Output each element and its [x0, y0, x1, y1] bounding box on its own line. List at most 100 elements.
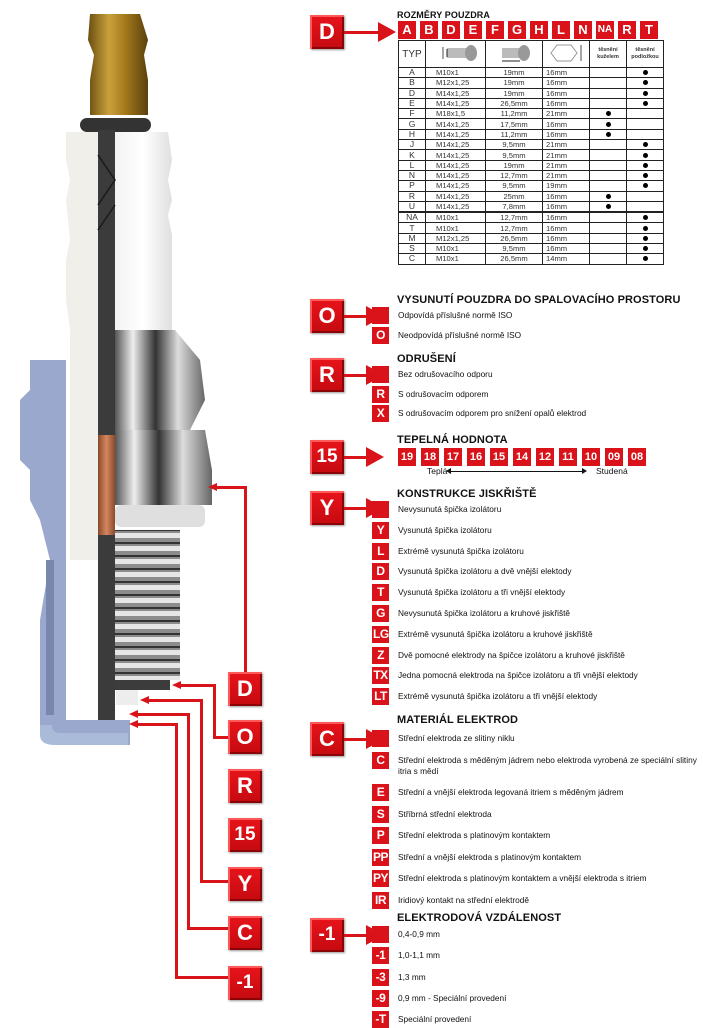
- row-thread: M10x1: [425, 243, 486, 255]
- row-type: S: [398, 243, 426, 255]
- code-chip: H: [530, 21, 548, 39]
- option-text: Odpovídá příslušné normě ISO: [398, 310, 513, 320]
- row-thread: M14x1,25: [425, 128, 486, 141]
- row-reach: 26,5mm: [485, 253, 543, 265]
- section-15-title: TEPELNÁ HODNOTA: [397, 434, 508, 446]
- option-code-chip: O: [372, 327, 389, 344]
- row-thread: M14x1,25: [425, 190, 486, 202]
- heat-chip: 19: [398, 448, 416, 466]
- option-text: Bez odrušovacího odporu: [398, 369, 493, 379]
- cone-seal-cell: [589, 97, 627, 110]
- heat-chip: 11: [559, 448, 577, 466]
- option-text: Střední elektroda s platinovým kontaktem…: [398, 873, 647, 883]
- section-c-arrow: [344, 738, 369, 741]
- section-15-arrowhead: [366, 447, 384, 467]
- dot-marker-icon: [605, 131, 611, 137]
- left-key-r: R: [228, 769, 262, 803]
- code-chip: E: [464, 21, 482, 39]
- row-hex: 16mm: [542, 243, 590, 255]
- left-key-o: O: [228, 720, 262, 754]
- cone-seal-cell: [589, 139, 627, 151]
- row-reach: 9,5mm: [485, 243, 543, 255]
- option-text: Nevysunutá špička izolátoru a kruhové ji…: [398, 608, 571, 618]
- option-code-chip: [372, 730, 389, 747]
- cone-seal-cell: [589, 232, 627, 245]
- washer-seal-cell: [626, 222, 664, 234]
- option-section_y-0: Nevysunutá špička izolátoru: [372, 501, 501, 518]
- row-type: F: [398, 108, 426, 120]
- washer-seal-cell: [626, 77, 664, 89]
- row-thread: M14x1,25: [425, 169, 486, 182]
- heat-range-values: 19 18 17 16 15 14 12 11 10 09 08: [398, 448, 646, 466]
- option-code-chip: T: [372, 584, 389, 602]
- row-thread: M14x1,25: [425, 149, 486, 161]
- option-text: 1,0-1,1 mm: [398, 950, 440, 961]
- section-gap-key: -1: [310, 918, 344, 952]
- table-header-row: TYP těsnění kuželem těsnění podložkou: [398, 40, 664, 68]
- option-text: Iridiový kontakt na střední elektrodě: [398, 894, 529, 905]
- left-key-y: Y: [228, 867, 262, 901]
- option-code-chip: G: [372, 605, 389, 622]
- heat-chip: 10: [582, 448, 600, 466]
- row-type: K: [398, 149, 426, 161]
- row-hex: 16mm: [542, 97, 590, 110]
- section-r-title: ODRUŠENÍ: [397, 353, 456, 365]
- row-thread: M12x1,25: [425, 77, 486, 89]
- row-thread: M14x1,25: [425, 118, 486, 130]
- row-hex: 16mm: [542, 190, 590, 202]
- washer-seal-cell: [626, 180, 664, 192]
- washer-seal-cell: [626, 118, 664, 130]
- option-code-chip: LG: [372, 625, 389, 643]
- row-hex: 14mm: [542, 253, 590, 265]
- row-reach: 11,2mm: [485, 128, 543, 141]
- row-reach: 25mm: [485, 190, 543, 202]
- option-code-chip: D: [372, 563, 389, 581]
- cone-seal-cell: [589, 87, 627, 99]
- dot-marker-icon: [642, 152, 648, 158]
- row-thread: M12x1,25: [425, 232, 486, 245]
- code-chip: F: [486, 21, 504, 39]
- row-reach: 9,5mm: [485, 149, 543, 161]
- section-r-arrow: [344, 374, 369, 377]
- option-text: S odrušovacím odporem: [398, 389, 489, 399]
- heat-chip: 15: [490, 448, 508, 466]
- row-thread: M14x1,25: [425, 180, 486, 192]
- code-chip: B: [420, 21, 438, 39]
- option-code-chip: R: [372, 386, 389, 403]
- option-code-chip: IR: [372, 891, 389, 909]
- option-text: Vysunutá špička izolátoru: [398, 524, 492, 535]
- row-hex: 16mm: [542, 77, 590, 89]
- dot-marker-icon: [605, 121, 611, 127]
- row-reach: 7,8mm: [485, 200, 543, 213]
- row-reach: 12,7mm: [485, 211, 543, 224]
- cone-seal-cell: [589, 211, 627, 224]
- washer-seal-cell: [626, 97, 664, 110]
- section-y-title: KONSTRUKCE JISKŘIŠTĚ: [397, 488, 537, 500]
- washer-seal-cell: [626, 159, 664, 171]
- option-text: Jedna pomocná elektroda na špičce izolát…: [398, 670, 638, 681]
- cone-seal-cell: [589, 149, 627, 161]
- row-type: B: [398, 77, 426, 89]
- option-text: Střední elektroda s platinovým kontaktem: [398, 830, 551, 840]
- row-type: H: [398, 128, 426, 141]
- option-code-chip: [372, 307, 389, 324]
- header-typ: TYP: [398, 40, 426, 68]
- washer-seal-cell: [626, 108, 664, 120]
- option-section_c-7: IR Iridiový kontakt na střední elektrodě: [372, 891, 529, 909]
- code-chip: A: [398, 21, 416, 39]
- code-chip: R: [618, 21, 636, 39]
- dot-marker-icon: [642, 173, 648, 179]
